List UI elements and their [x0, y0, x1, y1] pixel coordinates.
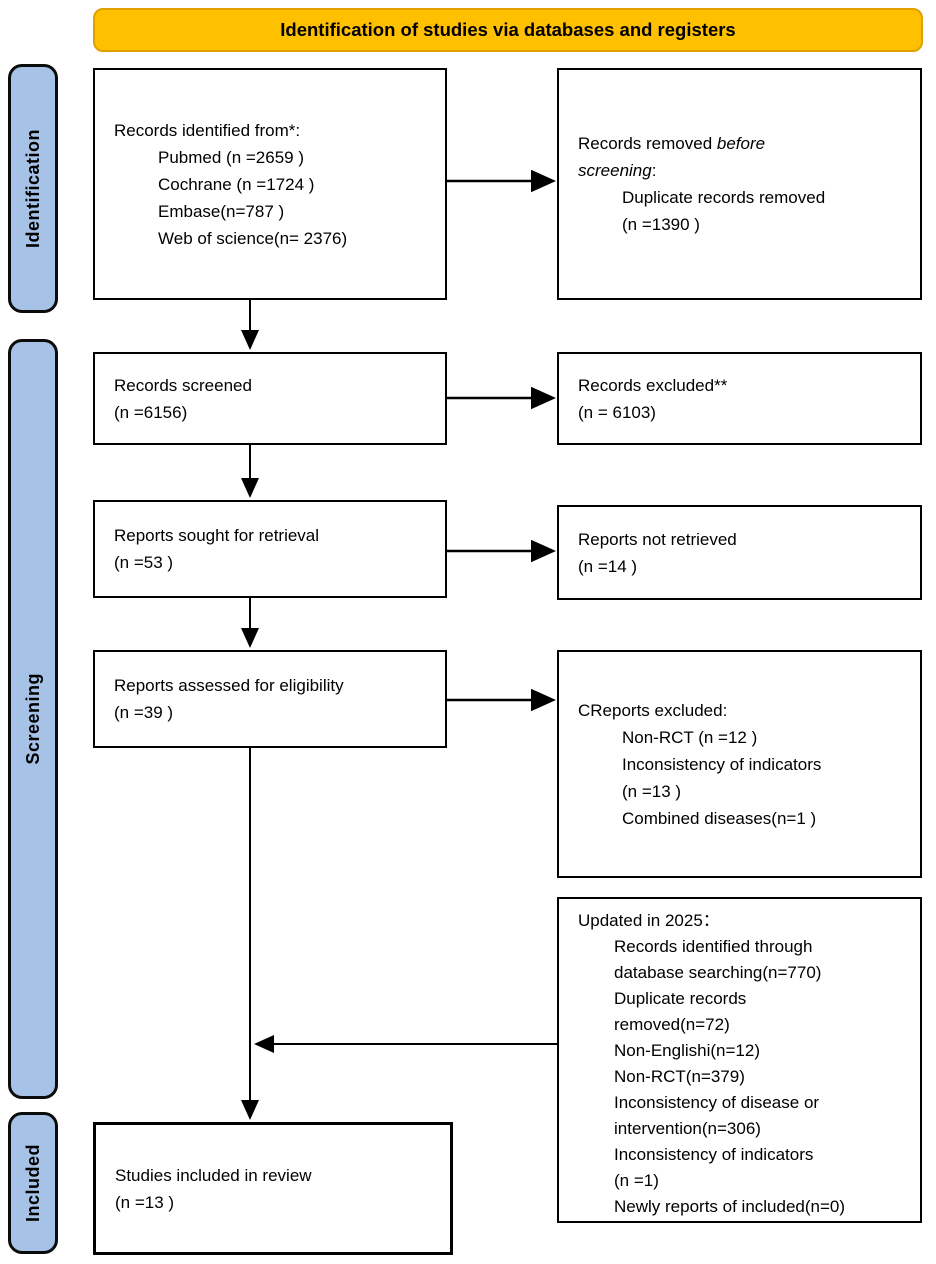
records-identified-item: Web of science(n= 2376) — [158, 228, 348, 248]
updated-item: intervention(n=306) — [614, 1119, 761, 1138]
reports-excluded-item: Inconsistency of indicators — [622, 754, 822, 774]
records-identified-title: Records identified from*: — [114, 120, 301, 140]
records-identified-item: Embase(n=787 ) — [158, 201, 285, 221]
reports-excluded-title: CReports excluded: — [578, 700, 728, 720]
records-identified-item: Cochrane (n =1724 ) — [158, 174, 315, 194]
reports-not-retrieved-line: Reports not retrieved — [578, 529, 737, 549]
reports-not-retrieved-count: (n =14 ) — [578, 556, 638, 576]
reports-sought-line: Reports sought for retrieval — [114, 526, 320, 545]
records-screened-count: (n =6156) — [114, 402, 188, 422]
box-reports-excluded: CReports excluded: Non-RCT (n =12 ) Inco… — [557, 650, 922, 878]
box-studies-included: Studies included in review (n =13 ) — [93, 1122, 453, 1255]
box-reports-not-retrieved: Reports not retrieved (n =14 ) — [557, 505, 922, 600]
updated-item: Duplicate records — [614, 989, 747, 1008]
updated-item: Records identified through — [614, 937, 813, 956]
records-removed-title-line2: screening: — [578, 157, 910, 184]
stage-label-screening: Screening — [8, 339, 58, 1099]
studies-included-line: Studies included in review — [115, 1165, 312, 1185]
updated-item: Inconsistency of disease or — [614, 1093, 820, 1112]
updated-item: Non-Englishi(n=12) — [614, 1041, 760, 1060]
records-removed-count: (n =1390 ) — [622, 215, 700, 234]
reports-excluded-item: (n =13 ) — [622, 781, 682, 801]
banner-title-text: Identification of studies via databases … — [280, 19, 736, 40]
records-removed-italic: before — [716, 134, 766, 153]
box-updated-2025: Updated in 2025： Records identified thro… — [557, 897, 922, 1223]
updated-item: Inconsistency of indicators — [614, 1145, 814, 1164]
records-excluded-count: (n = 6103) — [578, 402, 656, 422]
updated-title: Updated in 2025： — [578, 911, 720, 930]
box-records-screened: Records screened (n =6156) — [93, 352, 447, 445]
updated-item: (n =1) — [614, 1171, 659, 1190]
banner-title: Identification of studies via databases … — [93, 8, 923, 52]
reports-excluded-item: Combined diseases(n=1 ) — [622, 808, 817, 828]
box-reports-assessed: Reports assessed for eligibility (n =39 … — [93, 650, 447, 748]
reports-assessed-count: (n =39 ) — [114, 703, 174, 722]
updated-item: Newly reports of included(n=0) — [614, 1197, 846, 1216]
records-removed-normal: Records removed — [578, 134, 717, 153]
records-screened-line: Records screened — [114, 375, 252, 395]
records-excluded-line: Records excluded** — [578, 375, 728, 395]
stage-identification-text: Identification — [22, 129, 43, 248]
records-removed-italic2: screening — [578, 161, 652, 180]
box-reports-sought: Reports sought for retrieval (n =53 ) — [93, 500, 447, 598]
reports-sought-count: (n =53 ) — [114, 553, 174, 572]
stage-label-included: Included — [8, 1112, 58, 1254]
reports-excluded-item: Non-RCT (n =12 ) — [622, 727, 758, 747]
records-removed-colon: : — [651, 161, 657, 180]
stage-screening-text: Screening — [22, 673, 43, 765]
reports-assessed-line: Reports assessed for eligibility — [114, 676, 344, 695]
updated-item: Non-RCT(n=379) — [614, 1067, 745, 1086]
stage-label-identification: Identification — [8, 64, 58, 313]
records-removed-title-line1: Records removed before — [578, 130, 910, 157]
box-records-removed: Records removed before screening: Duplic… — [557, 68, 922, 300]
box-records-identified: Records identified from*: Pubmed (n =265… — [93, 68, 447, 300]
box-records-excluded: Records excluded** (n = 6103) — [557, 352, 922, 445]
stage-included-text: Included — [22, 1143, 43, 1222]
studies-included-count: (n =13 ) — [115, 1192, 175, 1212]
updated-item: removed(n=72) — [614, 1015, 730, 1034]
records-identified-item: Pubmed (n =2659 ) — [158, 147, 305, 167]
updated-item: database searching(n=770) — [614, 963, 822, 982]
records-removed-item: Duplicate records removed — [622, 188, 826, 207]
